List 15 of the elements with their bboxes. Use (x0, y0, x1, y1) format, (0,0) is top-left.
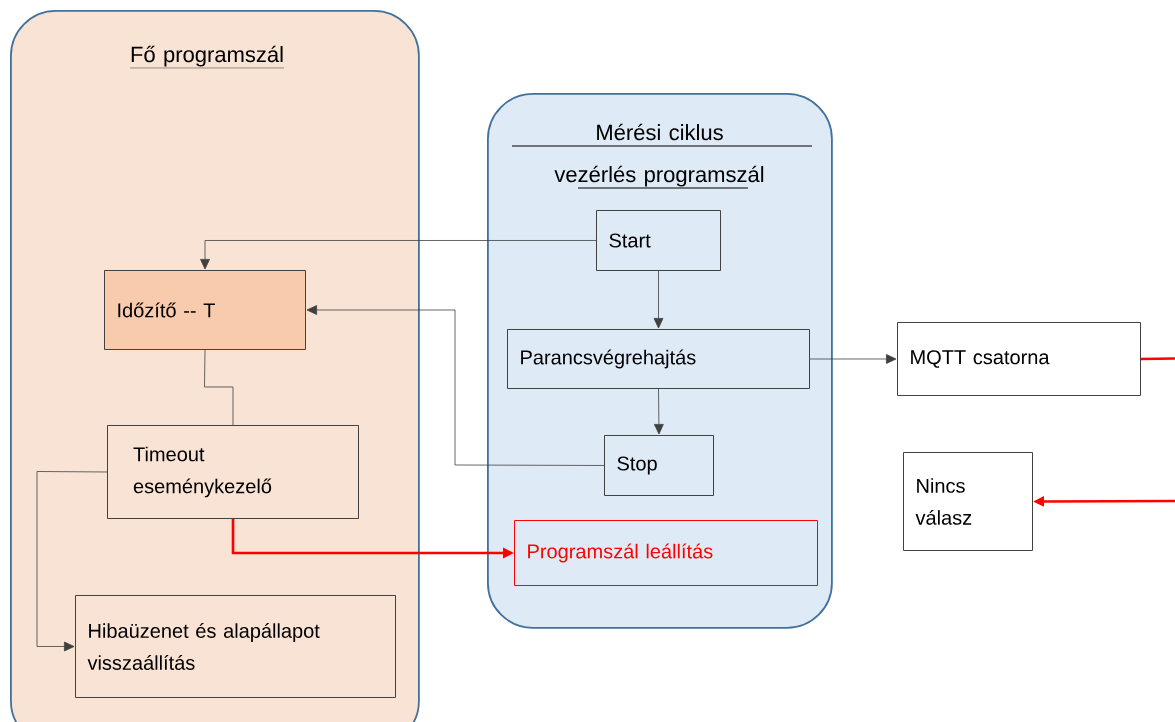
process-box: Időzítő -- T (104, 270, 306, 350)
process-box: Hibaüzenet és alapállapot visszaállítás (75, 595, 396, 698)
arrow (809, 354, 897, 364)
arrow (200, 240, 597, 270)
process-box: Programszál leállítás (514, 520, 818, 586)
process-box: MQTT csatorna (897, 322, 1141, 396)
arrow (654, 388, 664, 435)
process-box: Stop (604, 435, 714, 496)
process-box: Parancsvégrehajtás (507, 329, 810, 389)
process-box: Nincs válasz (903, 452, 1033, 551)
process-box: Start (596, 210, 721, 271)
arrow (36, 471, 108, 652)
arrow (306, 305, 605, 466)
arrow (653, 270, 664, 329)
process-box: Timeout eseménykezelő (107, 425, 359, 519)
